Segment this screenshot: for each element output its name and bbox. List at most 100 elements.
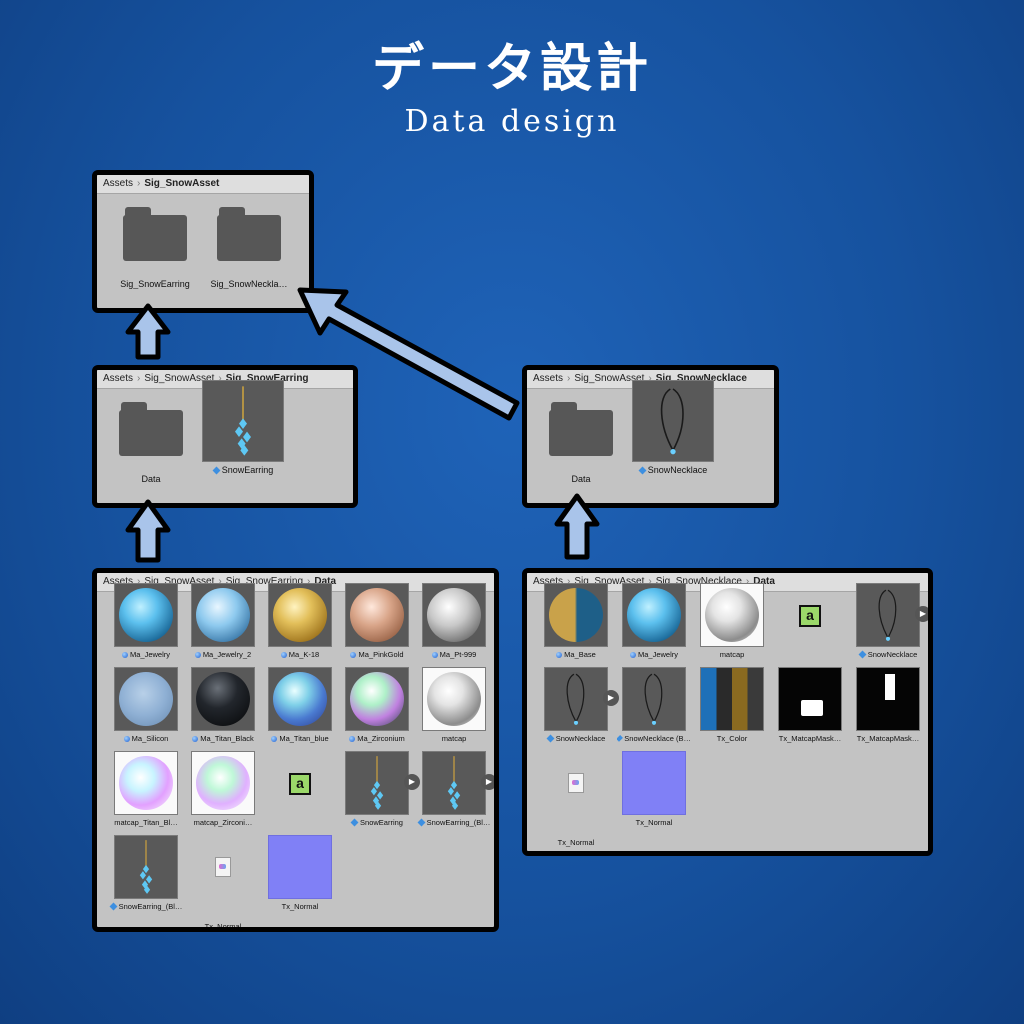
material-icon [194, 651, 201, 658]
arrow-up-earring-to-root [125, 303, 171, 360]
folder-item[interactable]: Data [103, 390, 199, 484]
material-asset-item[interactable]: Ma_Base [539, 583, 613, 659]
breadcrumb-item[interactable]: Assets [103, 373, 134, 384]
breadcrumb-item[interactable]: Assets [103, 178, 134, 189]
item-label: Tx_Normal [186, 922, 260, 927]
breadcrumb-separator-icon: › [648, 576, 652, 587]
arrow-up-earringdata-to-earring [125, 499, 171, 563]
item-label: matcap [695, 650, 769, 659]
expand-arrow-icon[interactable]: ▶ [603, 690, 619, 706]
material-asset-item[interactable]: Ma_Titan_Black [186, 667, 260, 743]
material-thumbnail [114, 667, 178, 731]
material-icon [350, 651, 357, 658]
item-label: Data [103, 474, 199, 484]
font-asset-icon: a [289, 773, 311, 795]
breadcrumb-item[interactable]: Sig_SnowAsset [144, 576, 215, 587]
item-label: Tx_Color [695, 734, 769, 743]
item-label-text: Ma_Titan_blue [279, 734, 329, 743]
texture-asset-item[interactable]: Tx_Normal [617, 751, 691, 827]
file-asset-icon [215, 857, 231, 877]
breadcrumb-item[interactable]: Sig_SnowNecklace [655, 373, 747, 384]
item-label: Ma_Zirconium [340, 734, 414, 743]
material-asset-item[interactable]: Ma_Silicon [109, 667, 183, 743]
folder-icon [123, 207, 187, 261]
texture-asset-item[interactable]: matcap_Titan_Bl… [109, 751, 183, 827]
breadcrumb-item[interactable]: Sig_SnowAsset [574, 576, 645, 587]
texture-asset-item[interactable]: Tx_MatcapMask… [851, 667, 925, 743]
material-thumbnail [622, 583, 686, 647]
matcap-sphere-icon [427, 672, 481, 726]
texture-asset-item[interactable]: Tx_Color [695, 667, 769, 743]
material-asset-item[interactable]: Ma_Pt-999 [417, 583, 491, 659]
texture-asset-item[interactable]: Tx_MatcapMask… [773, 667, 847, 743]
file-asset-item[interactable]: Tx_Normal [186, 835, 260, 927]
expand-arrow-icon[interactable]: ▶ [915, 606, 928, 622]
item-label-text: Tx_Normal [557, 838, 595, 847]
expand-arrow-icon[interactable]: ▶ [481, 774, 494, 790]
breadcrumb-item[interactable]: Data [314, 576, 337, 587]
breadcrumb-item[interactable]: Sig_SnowAsset [144, 373, 215, 384]
folder-item[interactable]: Sig_SnowEarring [107, 195, 203, 289]
prefab-item[interactable]: SnowNecklace [625, 380, 721, 475]
item-label: SnowEarring_(Bl… [417, 818, 491, 827]
texture-thumbnail [700, 667, 764, 731]
material-sphere-icon [350, 672, 404, 726]
item-label-text: SnowNecklace [647, 465, 708, 475]
item-label: Tx_Normal [617, 818, 691, 827]
item-label-text: Ma_Base [564, 650, 596, 659]
breadcrumb-item[interactable]: Sig_SnowEarring [225, 576, 304, 587]
breadcrumb-item[interactable]: Sig_SnowNecklace [655, 576, 742, 587]
item-label-text: SnowNecklace (B… [624, 734, 691, 743]
prefab-asset-item[interactable]: ▶ SnowEarring_(Bl… [417, 751, 494, 827]
material-thumbnail [345, 583, 409, 647]
mask-shape-icon [801, 700, 823, 716]
texture-asset-item[interactable]: Tx_Normal [263, 835, 337, 911]
prefab-asset-item[interactable]: SnowEarring_(Bl… [109, 835, 183, 911]
folder-item[interactable]: Sig_SnowNeckla… [201, 195, 297, 289]
breadcrumb-item[interactable]: Data [753, 576, 775, 587]
material-asset-item[interactable]: Ma_PinkGold [340, 583, 414, 659]
texture-asset-item[interactable]: matcap [417, 667, 491, 743]
item-label: matcap_Zirconi… [186, 818, 260, 827]
material-sphere-icon [627, 588, 681, 642]
material-asset-item[interactable]: Ma_Jewelry_2 [186, 583, 260, 659]
breadcrumb-item[interactable]: Sig_SnowAsset [574, 373, 645, 384]
item-label: matcap_Titan_Bl… [109, 818, 183, 827]
prefab-asset-item[interactable]: ▶SnowNecklace [539, 667, 619, 743]
file-asset-item[interactable]: Tx_Normal [539, 751, 613, 847]
folder-item[interactable]: Data [533, 390, 629, 484]
breadcrumb-separator-icon: › [567, 373, 571, 384]
page-title-japanese: データ設計 [371, 38, 652, 99]
item-label-text: Ma_Silicon [131, 734, 169, 743]
prefab-asset-item[interactable]: ▶SnowEarring [340, 751, 420, 827]
material-asset-item[interactable]: Ma_K-18 [263, 583, 337, 659]
breadcrumb-item[interactable]: Assets [533, 576, 564, 587]
material-thumbnail [345, 667, 409, 731]
texture-asset-item[interactable]: matcap [695, 583, 769, 659]
item-label: Tx_Normal [263, 902, 337, 911]
breadcrumb-separator-icon: › [137, 373, 141, 384]
prefab-thumbnail: ▶ [856, 583, 928, 647]
item-label: Ma_K-18 [263, 650, 337, 659]
prefab-item[interactable]: SnowEarring [195, 380, 291, 475]
item-label-text: matcap_Titan_Bl… [114, 818, 178, 827]
breadcrumb-item[interactable]: Sig_SnowAsset [144, 178, 220, 189]
material-asset-item[interactable]: Ma_Jewelry [617, 583, 691, 659]
breadcrumb-item[interactable]: Sig_SnowEarring [225, 373, 309, 384]
breadcrumb-separator-icon: › [745, 576, 750, 587]
material-asset-item[interactable]: Ma_Zirconium [340, 667, 414, 743]
material-icon [556, 651, 563, 658]
material-thumbnail [268, 583, 332, 647]
material-asset-item[interactable]: Ma_Jewelry [109, 583, 183, 659]
prefab-asset-item[interactable]: ▶SnowNecklace [851, 583, 928, 659]
texture-asset-item[interactable]: matcap_Zirconi… [186, 751, 260, 827]
prefab-asset-item[interactable]: SnowNecklace (B… [617, 667, 691, 743]
item-label: SnowEarring_(Bl… [109, 902, 183, 911]
breadcrumb-item[interactable]: Assets [533, 373, 564, 384]
expand-arrow-icon[interactable]: ▶ [404, 774, 420, 790]
breadcrumb-item[interactable]: Assets [103, 576, 134, 587]
item-label: Tx_Normal [539, 838, 613, 847]
item-label-text: Ma_Zirconium [357, 734, 405, 743]
material-asset-item[interactable]: Ma_Titan_blue [263, 667, 337, 743]
